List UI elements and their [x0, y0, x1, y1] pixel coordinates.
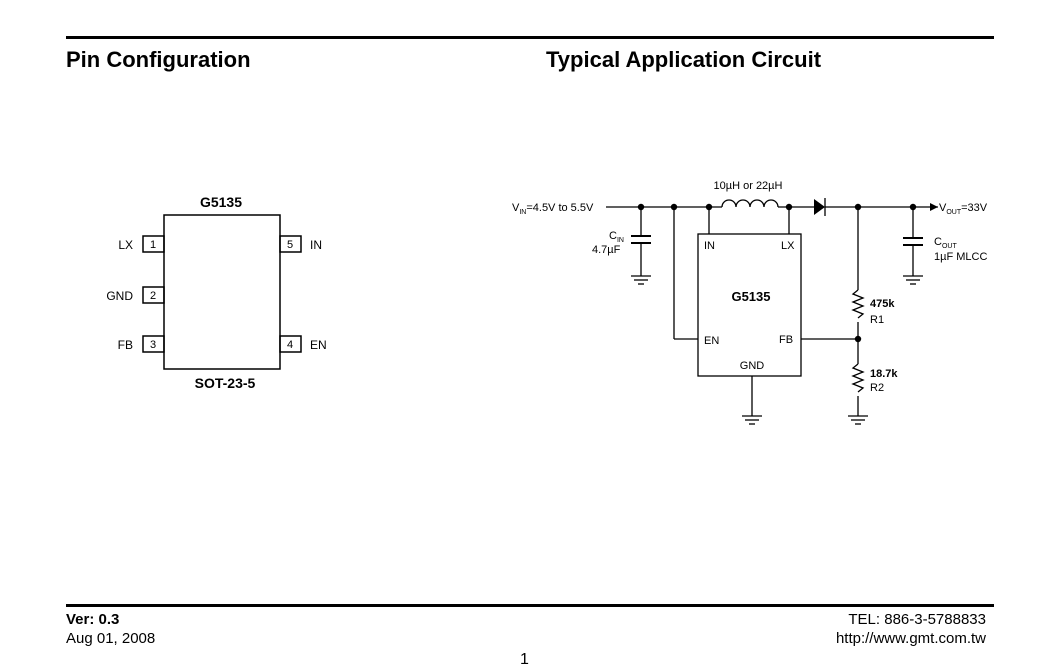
pin-label: GND	[106, 289, 133, 303]
inductor-label: 10µH or 22µH	[714, 180, 783, 192]
header-rule	[66, 36, 994, 39]
cin-value: 4.7µF	[592, 244, 621, 256]
r2-name: R2	[870, 382, 884, 394]
pin-3: 3 FB	[118, 335, 165, 353]
ground-symbol-chip	[742, 415, 762, 425]
date-text: Aug 01, 2008	[66, 630, 156, 647]
r1-value: 475k	[870, 298, 895, 310]
pin-number: 3	[150, 339, 156, 351]
r2-value: 18.7k	[870, 368, 898, 380]
cin-sub: IN	[617, 237, 624, 244]
vout-sub: OUT	[946, 209, 962, 216]
junction-dots	[637, 203, 917, 343]
chip-pin-in: IN	[704, 240, 715, 252]
pin-2: 2 GND	[106, 286, 165, 304]
vin-value: =4.5V to 5.5V	[526, 202, 594, 214]
chip-pin-fb: FB	[779, 334, 793, 346]
pin-4: 4 EN	[279, 335, 327, 353]
circuit-chip-name: G5135	[731, 289, 770, 304]
pin-label: LX	[118, 238, 133, 252]
pin-diagram-chip-name: G5135	[200, 194, 242, 210]
pin-number: 1	[150, 239, 156, 251]
vout-label: VOUT=33V	[939, 202, 988, 216]
chip-pin-lx: LX	[781, 240, 795, 252]
cout-sub: OUT	[942, 243, 958, 250]
page-number: 1	[520, 651, 529, 668]
tel-text: TEL: 886-3-5788833	[848, 611, 986, 628]
ground-symbol-cout	[903, 275, 923, 285]
chip-pin-gnd: GND	[740, 360, 765, 372]
cin-prefix: C	[609, 230, 617, 242]
cout-label: COUT	[934, 236, 957, 250]
pin-label: IN	[310, 238, 322, 252]
pin-1: 1 LX	[118, 235, 165, 253]
pin-number: 5	[287, 239, 293, 251]
pin-label: EN	[310, 338, 327, 352]
circuit-chip-body	[697, 233, 802, 377]
typical-application-heading: Typical Application Circuit	[546, 47, 822, 72]
vout-prefix: V	[939, 202, 947, 214]
r2-symbol	[851, 363, 865, 393]
pin-number: 2	[150, 290, 156, 302]
pin-label: FB	[118, 338, 133, 352]
vout-value: =33V	[961, 202, 988, 214]
cin-label: CIN	[609, 230, 624, 244]
vout-arrow	[930, 203, 938, 211]
ground-symbol-cin	[631, 275, 651, 285]
inductor-symbol	[721, 199, 779, 208]
website-link[interactable]: http://www.gmt.com.tw	[835, 630, 986, 647]
cout-value: 1µF MLCC	[934, 251, 987, 263]
diode-triangle	[814, 199, 825, 215]
r1-symbol	[851, 289, 865, 319]
version-text: Ver: 0.3	[66, 611, 120, 628]
cout-prefix: C	[934, 236, 942, 248]
pin-configuration-heading: Pin Configuration	[66, 47, 251, 72]
pin-5: 5 IN	[279, 235, 322, 253]
chip-pin-en: EN	[704, 335, 719, 347]
pin-number: 4	[287, 339, 293, 351]
package-name: SOT-23-5	[195, 375, 256, 391]
vin-prefix: V	[512, 202, 520, 214]
r1-name: R1	[870, 314, 884, 326]
vin-label: VIN=4.5V to 5.5V	[512, 202, 594, 216]
footer-rule	[66, 604, 994, 607]
vin-sub: IN	[519, 209, 526, 216]
ground-symbol-r2	[848, 415, 868, 425]
